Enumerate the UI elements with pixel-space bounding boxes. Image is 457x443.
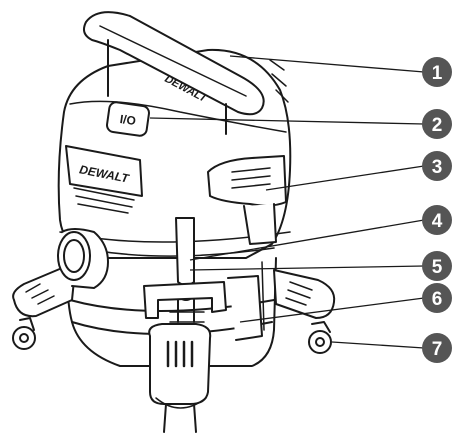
power-symbol: I/O (119, 112, 137, 128)
leader-line-3 (265, 165, 425, 191)
callout-number-7: 7 (432, 339, 443, 360)
callout-number-6: 6 (432, 289, 443, 310)
caster-wheel-right (308, 321, 332, 354)
leader-line-2 (149, 117, 425, 125)
latch-right (207, 155, 287, 245)
callout-3: 3 (422, 151, 452, 181)
leader-line-6 (239, 297, 425, 323)
callout-4: 4 (422, 205, 452, 235)
callout-1: 1 (422, 57, 452, 87)
caster-wheel-left (12, 317, 36, 350)
caster-base (12, 266, 336, 433)
leader-line-7 (331, 341, 425, 349)
leader-line-5 (189, 265, 425, 271)
carry-handle (83, 11, 265, 135)
callout-number-5: 5 (432, 257, 443, 278)
callout-7: 7 (422, 333, 452, 363)
hose-port (57, 228, 109, 289)
power-switch (106, 101, 150, 137)
leader-line-4 (189, 219, 425, 261)
callout-number-3: 3 (432, 157, 443, 178)
callout-number-2: 2 (432, 115, 443, 136)
head-badge (65, 145, 143, 214)
accessory-bracket (143, 275, 263, 341)
callout-6: 6 (422, 283, 452, 313)
callout-number-4: 4 (432, 211, 443, 232)
leader-line-1 (229, 55, 425, 73)
callout-5: 5 (422, 251, 452, 281)
callout-2: 2 (422, 109, 452, 139)
callout-number-1: 1 (432, 63, 443, 84)
